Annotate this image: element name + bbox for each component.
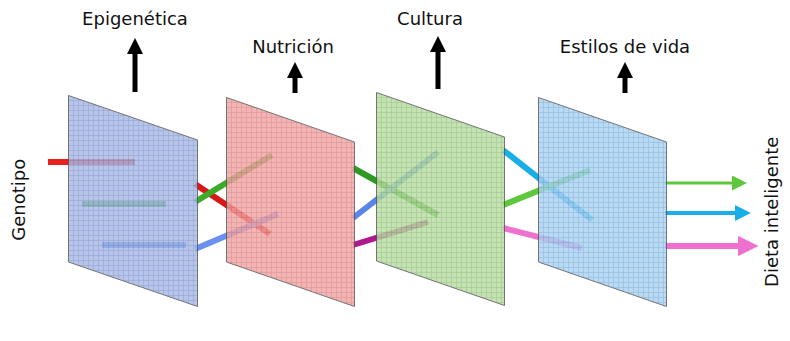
- panel: Epigenética: [68, 95, 198, 307]
- panel: Estilos de vida: [538, 97, 667, 307]
- axis-label: Genotipo: [8, 159, 30, 241]
- panel-shape: [376, 92, 505, 306]
- panel-heading: Estilos de vida: [560, 36, 690, 58]
- panel: Cultura: [376, 92, 505, 306]
- panel-shape: [68, 95, 198, 307]
- panel-heading: Nutrición: [252, 36, 334, 58]
- panel-shape: [538, 97, 667, 307]
- panel-shape: [226, 97, 355, 307]
- panel-heading: Epigenética: [82, 8, 188, 30]
- panel-heading: Cultura: [397, 8, 463, 30]
- up-arrows: [135, 44, 625, 93]
- panel: Nutrición: [226, 97, 355, 307]
- axis-label: Dieta inteligente: [761, 137, 783, 287]
